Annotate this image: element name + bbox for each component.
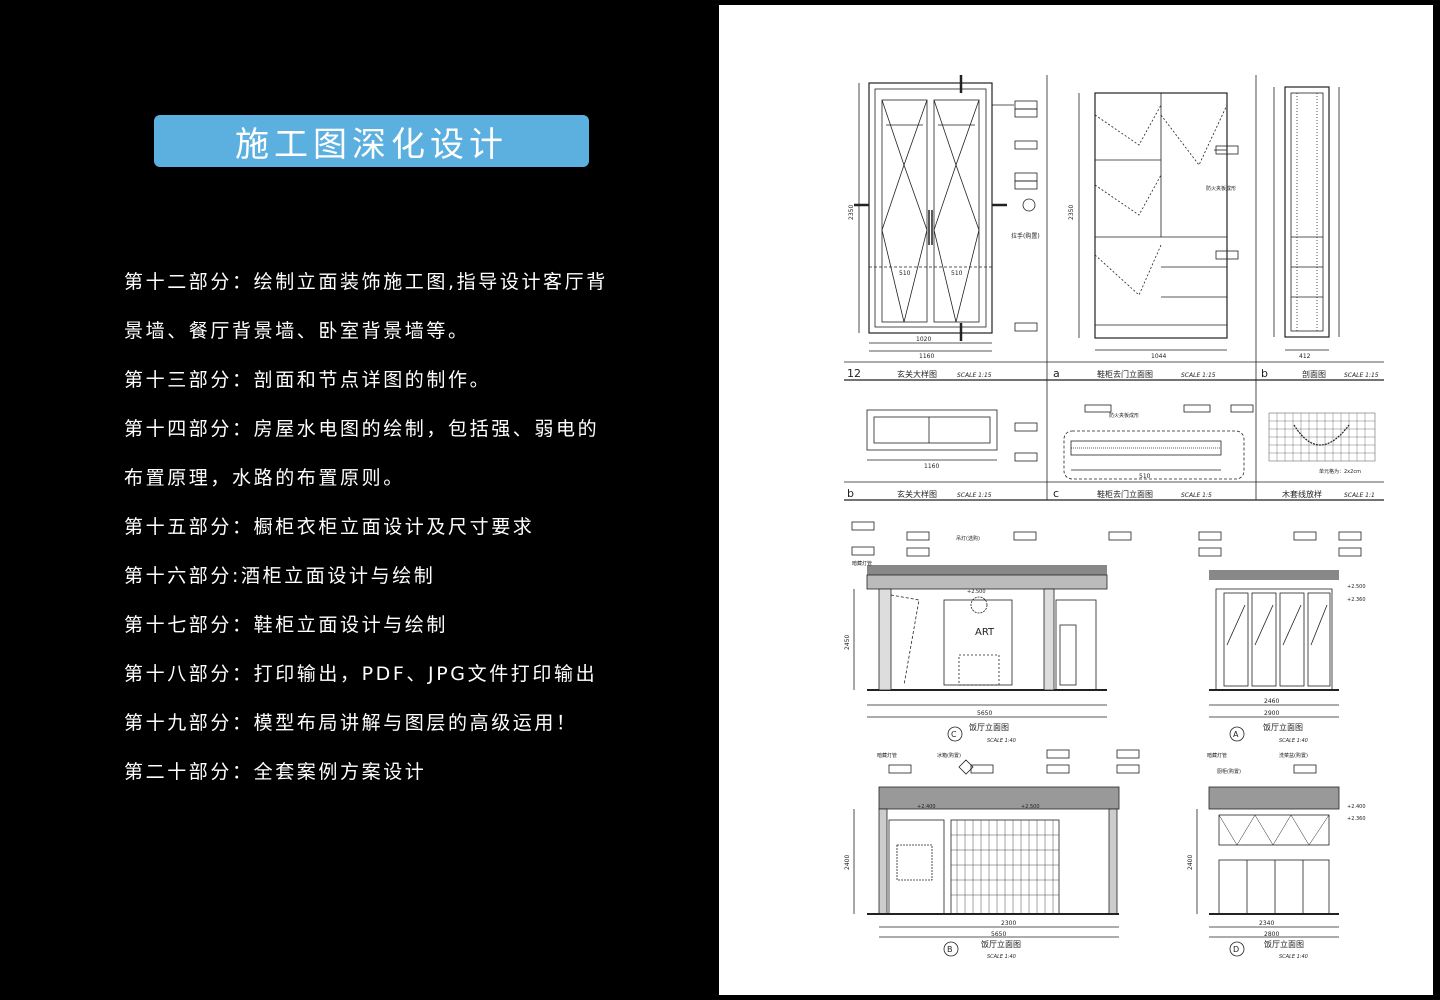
svg-text:木套线放样: 木套线放样	[1282, 489, 1322, 499]
elevation-c: ART 5650 2450 +2.500 吊灯(选购) 暗藏灯管	[844, 521, 1132, 744]
svg-text:鞋柜去门立面图: 鞋柜去门立面图	[1097, 489, 1153, 499]
svg-text:12: 12	[847, 367, 861, 380]
svg-text:2900: 2900	[1264, 710, 1279, 717]
cad-drawing: 2350 1020 1160 510 510 拉手(购置)	[844, 75, 1384, 960]
svg-text:+2.360: +2.360	[1347, 597, 1366, 603]
svg-text:2350: 2350	[848, 205, 855, 220]
svg-text:2400: 2400	[844, 855, 851, 870]
svg-text:SCALE 1:15: SCALE 1:15	[1344, 372, 1379, 379]
svg-text:暗藏灯管: 暗藏灯管	[1207, 752, 1227, 759]
svg-text:+2.500: +2.500	[967, 589, 986, 595]
section-list: 第十二部分：绘制立面装饰施工图,指导设计客厅背 景墙、餐厅背景墙、卧室背景墙等。…	[124, 258, 664, 797]
svg-text:拉手(购置): 拉手(购置)	[1011, 232, 1040, 240]
list-item: 第十二部分：绘制立面装饰施工图,指导设计客厅背	[124, 271, 608, 293]
svg-text:SCALE 1:15: SCALE 1:15	[1181, 372, 1216, 379]
page-title: 施工图深化设计	[154, 115, 589, 167]
svg-text:饭厅立面图: 饭厅立面图	[1263, 722, 1303, 732]
list-item: 第十七部分：鞋柜立面设计与绘制	[124, 614, 449, 636]
svg-text:b: b	[847, 487, 854, 500]
svg-text:2350: 2350	[1068, 205, 1075, 220]
drawing-panel: 2350 1020 1160 510 510 拉手(购置)	[716, 0, 1440, 1000]
list-item: 第十八部分：打印输出，PDF、JPG文件打印输出	[124, 663, 598, 685]
svg-text:暗藏灯管: 暗藏灯管	[877, 752, 897, 759]
svg-text:b: b	[1261, 367, 1268, 380]
list-item: 第二十部分：全套案例方案设计	[124, 761, 427, 783]
svg-text:2340: 2340	[1259, 920, 1274, 927]
list-item: 布置原理，水路的布置原则。	[124, 467, 405, 489]
svg-text:1044: 1044	[1151, 353, 1166, 360]
svg-text:a: a	[1053, 367, 1060, 380]
detail-sheet: 2350 1020 1160 510 510 拉手(购置)	[844, 75, 1384, 501]
shoe-cabinet-elevation: 2350 1044 防火夹板成形	[1068, 92, 1239, 360]
list-item: 第十四部分：房屋水电图的绘制，包括强、弱电的	[124, 418, 600, 440]
elevation-a: 2460 2900 +2.500 +2.360 A 饭厅立面图 SCALE 1:…	[1198, 531, 1366, 744]
svg-text:412: 412	[1299, 353, 1311, 360]
svg-text:2460: 2460	[1264, 698, 1279, 705]
svg-text:冰箱(购置): 冰箱(购置)	[937, 752, 961, 759]
svg-text:吊灯(选购): 吊灯(选购)	[956, 535, 980, 542]
section-drawing: 412	[1273, 86, 1340, 360]
svg-text:防火夹板成形: 防火夹板成形	[1206, 185, 1236, 192]
svg-text:防火夹板成形: 防火夹板成形	[1109, 412, 1139, 419]
svg-text:饭厅立面图: 饭厅立面图	[1264, 939, 1304, 949]
svg-text:510: 510	[899, 270, 911, 277]
svg-text:剖面图: 剖面图	[1302, 369, 1326, 379]
svg-text:+2.400: +2.400	[917, 804, 936, 810]
svg-text:玄关大样图: 玄关大样图	[897, 369, 937, 379]
svg-text:B: B	[947, 945, 953, 954]
svg-text:玄关大样图: 玄关大样图	[897, 489, 937, 499]
list-item: 第十九部分：模型布局讲解与图层的高级运用！	[124, 712, 578, 734]
svg-text:饭厅立面图: 饭厅立面图	[981, 939, 1021, 949]
svg-text:SCALE 1:15: SCALE 1:15	[957, 372, 992, 379]
svg-text:单元格为：2x2cm: 单元格为：2x2cm	[1319, 468, 1361, 475]
svg-text:5650: 5650	[991, 931, 1006, 938]
list-item: 第十五部分：橱柜衣柜立面设计及尺寸要求	[124, 516, 535, 538]
svg-text:SCALE 1:40: SCALE 1:40	[987, 954, 1016, 960]
svg-text:SCALE 1:40: SCALE 1:40	[1279, 738, 1308, 744]
svg-text:SCALE 1:1: SCALE 1:1	[1344, 492, 1375, 499]
svg-text:+2.400: +2.400	[1347, 804, 1366, 810]
svg-text:1160: 1160	[919, 353, 934, 360]
svg-text:D: D	[1233, 945, 1239, 954]
svg-text:+2.500: +2.500	[1021, 804, 1040, 810]
svg-text:+2.360: +2.360	[1347, 816, 1366, 822]
svg-text:510: 510	[1139, 473, 1151, 480]
svg-text:SCALE 1:15: SCALE 1:15	[957, 492, 992, 499]
svg-text:ART: ART	[975, 627, 995, 638]
svg-text:洗菜盆(购置): 洗菜盆(购置)	[1279, 752, 1308, 759]
elevation-b: 2300 5650 2400 +2.400 +2.500 暗藏灯管 冰箱(购置)…	[844, 749, 1140, 960]
drawing-sheet: 2350 1020 1160 510 510 拉手(购置)	[719, 5, 1433, 995]
svg-text:1020: 1020	[916, 336, 931, 343]
svg-text:c: c	[1053, 487, 1059, 500]
svg-text:5650: 5650	[977, 710, 992, 717]
svg-text:C: C	[951, 730, 957, 739]
svg-text:+2.500: +2.500	[1347, 584, 1366, 590]
entrance-door-elevation: 2350 1020 1160 510 510 拉手(购置)	[848, 75, 1040, 360]
svg-text:1160: 1160	[924, 463, 939, 470]
list-item: 第十三部分：剖面和节点详图的制作。	[124, 369, 492, 391]
svg-text:A: A	[1233, 730, 1239, 739]
svg-text:2450: 2450	[844, 635, 851, 650]
plan-detail: 1160	[866, 409, 1038, 470]
title-strip-row1: 12 玄关大样图 SCALE 1:15 a 鞋柜去门立面图 SCALE 1:15…	[847, 367, 1379, 380]
svg-text:2400: 2400	[1187, 855, 1194, 870]
svg-text:SCALE 1:40: SCALE 1:40	[987, 738, 1016, 744]
elevation-d: 2340 2800 2400 +2.400 +2.360 暗藏灯管 厨柜(购置)…	[1187, 752, 1366, 960]
grid-sample: 单元格为：2x2cm	[1268, 412, 1376, 475]
svg-text:厨柜(购置): 厨柜(购置)	[1217, 768, 1241, 775]
list-item: 第十六部分:酒柜立面设计与绘制	[124, 565, 436, 587]
svg-text:饭厅立面图: 饭厅立面图	[969, 722, 1009, 732]
svg-text:510: 510	[951, 270, 963, 277]
left-panel: 施工图深化设计 第十二部分：绘制立面装饰施工图,指导设计客厅背 景墙、餐厅背景墙…	[0, 0, 716, 1000]
svg-text:SCALE 1:5: SCALE 1:5	[1181, 492, 1212, 499]
svg-text:2300: 2300	[1001, 920, 1016, 927]
svg-text:2800: 2800	[1264, 931, 1279, 938]
title-strip-row2: b 玄关大样图 SCALE 1:15 c 鞋柜去门立面图 SCALE 1:5 木…	[847, 487, 1375, 500]
shoe-cabinet-section: 防火夹板成形 510	[1063, 404, 1254, 480]
svg-text:暗藏灯管: 暗藏灯管	[852, 560, 872, 567]
svg-text:鞋柜去门立面图: 鞋柜去门立面图	[1097, 369, 1153, 379]
list-item: 景墙、餐厅背景墙、卧室背景墙等。	[124, 320, 470, 342]
svg-text:SCALE 1:40: SCALE 1:40	[1279, 954, 1308, 960]
